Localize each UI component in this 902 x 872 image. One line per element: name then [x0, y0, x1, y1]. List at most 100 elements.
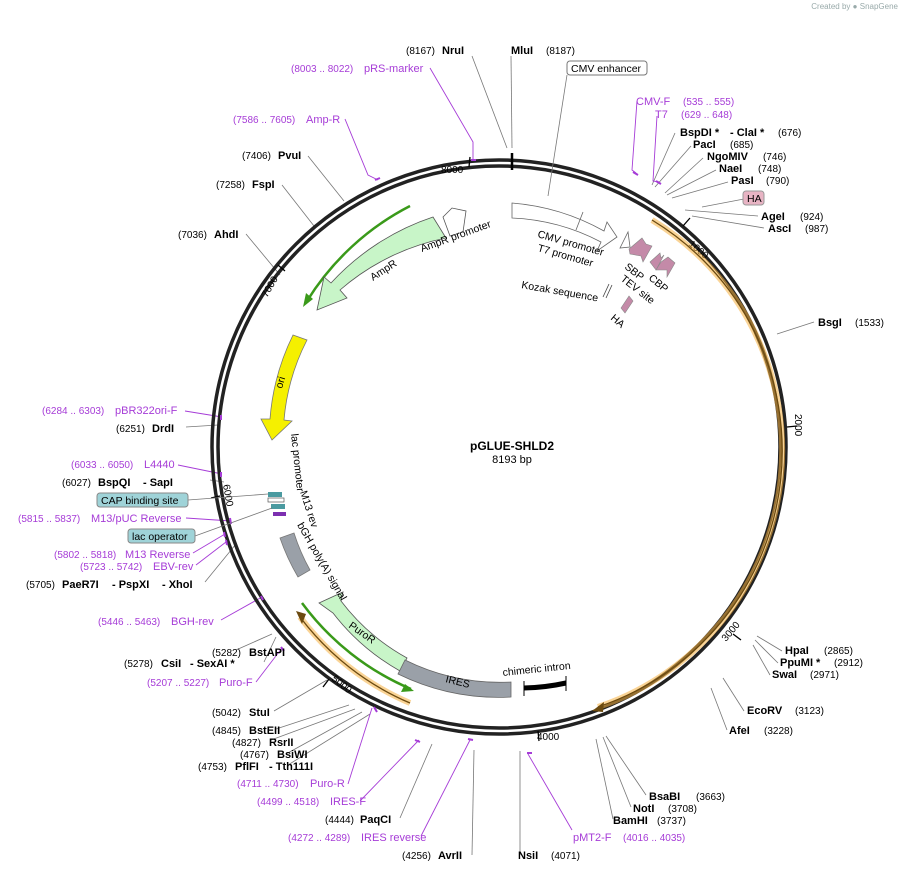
pbr322ori-f-primer[interactable]: pBR322ori-F: [115, 405, 178, 417]
plasmid-name: pGLUE-SHLD2: [470, 439, 554, 453]
drdi-site[interactable]: DrdI: [152, 423, 174, 435]
ires-reverse-primer[interactable]: IRES reverse: [361, 832, 426, 844]
paer7i-site[interactable]: PaeR7I: [62, 579, 99, 591]
bsabi-site[interactable]: BsaBI: [649, 791, 680, 803]
ampr-feature[interactable]: [316, 216, 447, 311]
ampr-promoter-feature[interactable]: [442, 207, 467, 237]
cap-binding-site-box[interactable]: CAP binding site: [96, 492, 269, 508]
bspdi-pos: (676): [778, 128, 801, 139]
csii-pos: (5278): [124, 659, 153, 670]
pvui-pos: (7406): [242, 151, 271, 162]
t7-primer[interactable]: T7: [655, 109, 668, 121]
hpai-pos: (2865): [824, 646, 853, 657]
bgh-polya-feature[interactable]: [279, 532, 311, 578]
ires-f-primer[interactable]: IRES-F: [330, 796, 366, 808]
bspdi-site[interactable]: BspDI *: [680, 127, 720, 139]
bspqi-site[interactable]: BspQI: [98, 477, 130, 489]
snapgene-logo-icon: ●: [852, 2, 858, 11]
sbp-feature[interactable]: [628, 237, 653, 263]
ires-feature[interactable]: [397, 659, 512, 698]
tev-site-feature[interactable]: [649, 252, 665, 271]
naei-site[interactable]: NaeI: [719, 163, 742, 175]
site-leader-lines: [185, 55, 815, 856]
clai-site[interactable]: - ClaI *: [730, 127, 765, 139]
bsteii-pos: (4845): [212, 726, 241, 737]
cmv-f-primer[interactable]: CMV-F: [636, 96, 671, 108]
ha-box[interactable]: HA: [701, 190, 765, 208]
nsii-site[interactable]: NsiI: [518, 850, 538, 862]
m13-puc-rev-primer[interactable]: M13/pUC Reverse: [91, 513, 181, 525]
hpai-site[interactable]: HpaI: [785, 645, 809, 657]
bsiwi-pos: (4767): [240, 750, 269, 761]
tick-label: 6000: [220, 484, 235, 508]
noti-site[interactable]: NotI: [633, 803, 654, 815]
tth111i-site[interactable]: - Tth111I: [269, 761, 313, 773]
rsrii-site[interactable]: RsrII: [269, 737, 293, 749]
asci-pos: (987): [805, 224, 828, 235]
cmv-promoter-feature[interactable]: [511, 202, 618, 253]
ecorv-site[interactable]: EcoRV: [747, 705, 783, 717]
bgh-rev-primer[interactable]: BGH-rev: [171, 616, 214, 628]
csii-site[interactable]: CsiI: [161, 658, 181, 670]
ha-box-label: HA: [747, 193, 762, 205]
l4440-primer[interactable]: L4440: [144, 459, 175, 471]
noti-pos: (3708): [668, 804, 697, 815]
puror-feature[interactable]: [318, 591, 408, 672]
sexai-site[interactable]: - SexAI *: [190, 658, 235, 670]
tick-label: 7000: [260, 274, 281, 299]
ngomiv-site[interactable]: NgoMIV: [707, 151, 749, 163]
bstapi-site[interactable]: BstAPI: [249, 647, 285, 659]
puro-f-primer[interactable]: Puro-F: [219, 677, 253, 689]
lac-operator-box-frame: [127, 528, 196, 544]
chimeric-intron-feature[interactable]: [523, 680, 567, 691]
sapi-site[interactable]: - SapI: [143, 477, 173, 489]
bsgi-site[interactable]: BsgI: [818, 317, 842, 329]
lac-operator-box[interactable]: lac operator: [127, 507, 273, 544]
naei-pos: (748): [758, 164, 781, 175]
pflfi-site[interactable]: PflFI: [235, 761, 259, 773]
paqci-site[interactable]: PaqCI: [360, 814, 391, 826]
bsiwi-site[interactable]: BsiWI: [277, 749, 308, 761]
ebv-rev-primer[interactable]: EBV-rev: [153, 561, 194, 573]
paci-site[interactable]: PacI: [693, 139, 716, 151]
agei-site[interactable]: AgeI: [761, 211, 785, 223]
prs-marker-primer[interactable]: pRS-marker: [364, 63, 424, 75]
amp-r-primer[interactable]: Amp-R: [306, 114, 340, 126]
backbone-outer: [210, 158, 788, 736]
puro-r-primer[interactable]: Puro-R: [310, 778, 345, 790]
cap-box-frame: [96, 492, 189, 508]
nrui-site[interactable]: NruI: [442, 45, 464, 57]
asci-site[interactable]: AscI: [768, 223, 791, 235]
pmt2-f-primer[interactable]: pMT2-F: [573, 832, 612, 844]
mlui-pos: (8187): [546, 46, 575, 57]
tick-marks: [210, 156, 798, 742]
ha-label: HA: [608, 312, 627, 331]
orf-arrowhead-icon: [592, 702, 604, 712]
fspi-site[interactable]: FspI: [252, 179, 275, 191]
xhoi-site[interactable]: - XhoI: [162, 579, 193, 591]
pmt2-f-pos: (4016 .. 4035): [623, 833, 685, 844]
bamhi-site[interactable]: BamHI: [613, 815, 648, 827]
afei-site[interactable]: AfeI: [729, 725, 750, 737]
swai-site[interactable]: SwaI: [772, 669, 797, 681]
m13-mark: [273, 512, 286, 516]
ori-feature[interactable]: [260, 334, 308, 441]
cmv-enhancer-box[interactable]: CMV enhancer: [547, 60, 648, 197]
pspxi-site[interactable]: - PspXI: [112, 579, 149, 591]
bstapi-pos: (5282): [212, 648, 241, 659]
pasi-site[interactable]: PasI: [731, 175, 754, 187]
pvui-site[interactable]: PvuI: [278, 150, 301, 162]
rsrii-pos: (4827): [232, 738, 261, 749]
ppumi-site[interactable]: PpuMI *: [780, 657, 821, 669]
avrii-site[interactable]: AvrII: [438, 850, 462, 862]
mlui-site[interactable]: MluI: [511, 45, 533, 57]
ha-feature[interactable]: [620, 295, 634, 314]
watermark: Created by ● SnapGene: [811, 2, 898, 11]
bsteii-site[interactable]: BstEII: [249, 725, 280, 737]
m13-rev-primer[interactable]: M13 Reverse: [125, 549, 190, 561]
tick-label: 4000: [537, 732, 560, 743]
cbp-feature[interactable]: [655, 256, 676, 279]
ahdi-site[interactable]: AhdI: [214, 229, 238, 241]
stui-site[interactable]: StuI: [249, 707, 270, 719]
ires-reverse-pos: (4272 .. 4289): [288, 833, 350, 844]
